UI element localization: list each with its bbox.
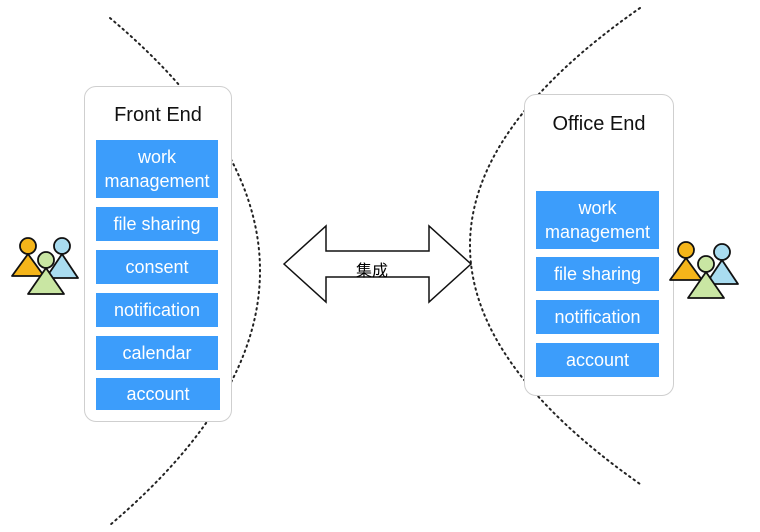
office-end-title: Office End <box>552 113 646 135</box>
office-end-module-work-management: work management <box>536 191 659 249</box>
right-users-group-icon <box>669 241 739 299</box>
front-end-module-calendar: calendar <box>96 336 218 370</box>
front-end-module-notification: notification <box>96 293 218 327</box>
module-label: consent <box>125 257 189 277</box>
front-end-module-consent: consent <box>96 250 218 284</box>
office-end-module-notification: notification <box>536 300 659 334</box>
left-users-group-icon <box>11 237 79 295</box>
front-end-boundary-curve <box>109 17 261 526</box>
module-label: calendar <box>122 343 192 363</box>
front-end-title: Front End <box>114 104 202 126</box>
module-label: notification <box>113 300 201 320</box>
module-label: file sharing <box>113 214 201 234</box>
integration-label: 集成 <box>355 263 388 280</box>
module-label: account <box>565 350 630 370</box>
module-label: notification <box>554 307 641 327</box>
front-end-module-account: account <box>96 378 220 410</box>
module-label: work management <box>544 198 651 242</box>
module-label: account <box>126 384 190 404</box>
office-end-module-file-sharing: file sharing <box>536 257 659 291</box>
module-label: file sharing <box>553 264 642 284</box>
office-end-module-account: account <box>536 343 659 377</box>
module-label: work management <box>104 147 210 191</box>
front-end-module-file-sharing: file sharing <box>96 207 218 241</box>
front-end-module-work-management: work management <box>96 140 218 198</box>
